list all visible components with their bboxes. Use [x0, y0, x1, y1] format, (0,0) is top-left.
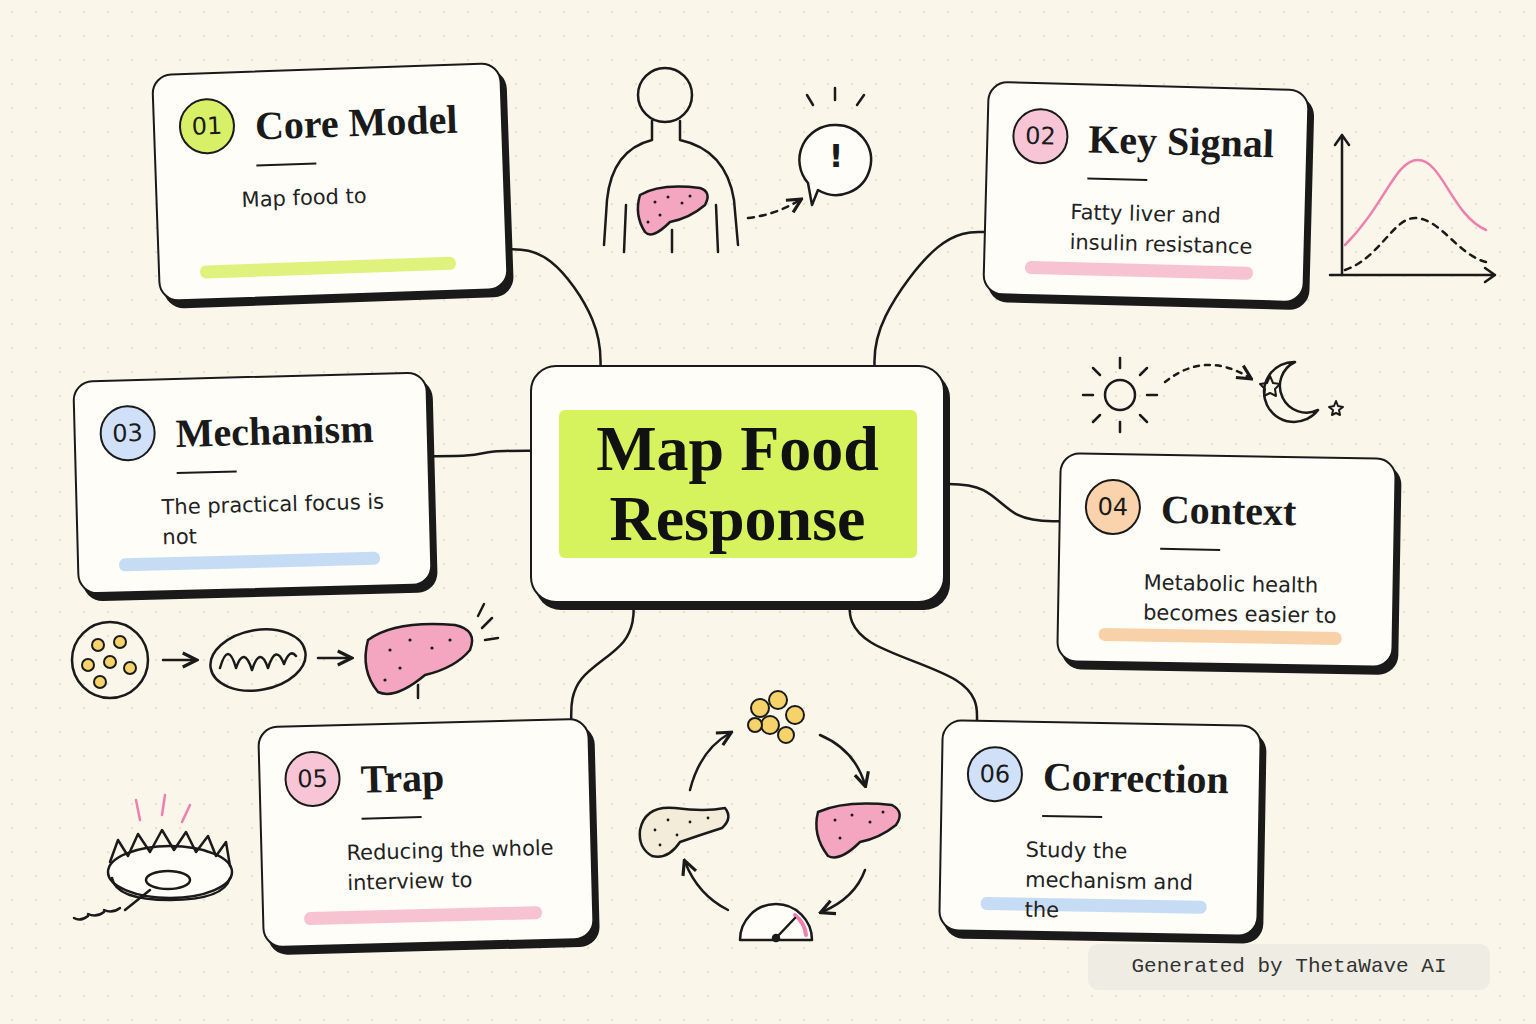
topic-card: TrapReducing the whole interview to 05 — [257, 718, 595, 949]
title-rule — [1160, 548, 1220, 551]
branch-connector — [941, 484, 1060, 521]
topic-card: MechanismThe practical focus is not 03 — [72, 371, 432, 594]
callout-number: 04 — [1097, 493, 1128, 522]
callout-number: 03 — [112, 419, 143, 448]
highlight-bar — [1099, 628, 1342, 645]
card-body: Metabolic health becomes easier to — [1143, 568, 1369, 632]
number-badge: 01 — [178, 97, 236, 155]
highlight-bar — [981, 897, 1207, 914]
number-badge: 05 — [284, 750, 341, 807]
highlight-bar — [200, 257, 456, 279]
card-body: Fatty liver and insulin resistance — [1069, 197, 1280, 262]
topic-card: Key SignalFatty liver and insulin resist… — [982, 81, 1309, 303]
card-title: Key Signal — [1088, 111, 1283, 172]
card-body: Reducing the whole interview to — [346, 832, 567, 898]
topic-card: Core ModelMap food to 01 — [151, 62, 509, 302]
title-rule — [362, 816, 422, 820]
card-title: Context — [1160, 482, 1370, 542]
number-badge: 06 — [966, 746, 1023, 803]
metabolic-cycle-icon — [640, 691, 900, 941]
day-night-icon — [1083, 358, 1343, 432]
branch-connector — [874, 232, 986, 369]
title-rule — [1042, 815, 1102, 818]
title-rule — [177, 470, 237, 474]
highlight-bar — [119, 552, 380, 572]
response-curve-chart — [1330, 135, 1495, 282]
alert-mark: ! — [826, 136, 846, 176]
branch-connector — [429, 451, 534, 457]
number-badge: 04 — [1084, 479, 1141, 536]
central-topic-box: Map Food Response — [530, 365, 945, 603]
topic-card: CorrectionStudy the mechanism and the 06 — [938, 719, 1262, 937]
callout-number: 02 — [1025, 122, 1056, 151]
title-rule — [1087, 177, 1147, 181]
watermark: Generated by ThetaWave AI — [1088, 944, 1490, 990]
number-badge: 03 — [99, 405, 156, 462]
callout-number: 01 — [191, 112, 223, 141]
card-body: Map food to — [241, 177, 480, 215]
card-title: Mechanism — [175, 400, 403, 462]
callout-number: 06 — [979, 760, 1010, 789]
card-title: Correction — [1042, 749, 1235, 808]
trap-icon — [74, 795, 232, 920]
card-title: Trap — [360, 746, 565, 807]
topic-card: ContextMetabolic health becomes easier t… — [1056, 452, 1397, 668]
title-rule — [256, 162, 316, 166]
highlight-bar — [304, 906, 542, 925]
card-body: Study the mechanism and the — [1024, 835, 1234, 929]
branch-connector — [850, 599, 977, 723]
fat-mitochondria-liver-icon — [72, 604, 498, 698]
branch-connector — [505, 249, 601, 369]
person-icon — [604, 68, 871, 252]
number-badge: 02 — [1012, 107, 1069, 164]
branch-connector — [571, 599, 634, 722]
highlight-bar — [1025, 261, 1253, 280]
card-title: Core Model — [254, 91, 478, 155]
central-title: Map Food Response — [559, 410, 917, 558]
callout-number: 05 — [297, 765, 328, 794]
card-body: The practical focus is not — [161, 486, 405, 552]
